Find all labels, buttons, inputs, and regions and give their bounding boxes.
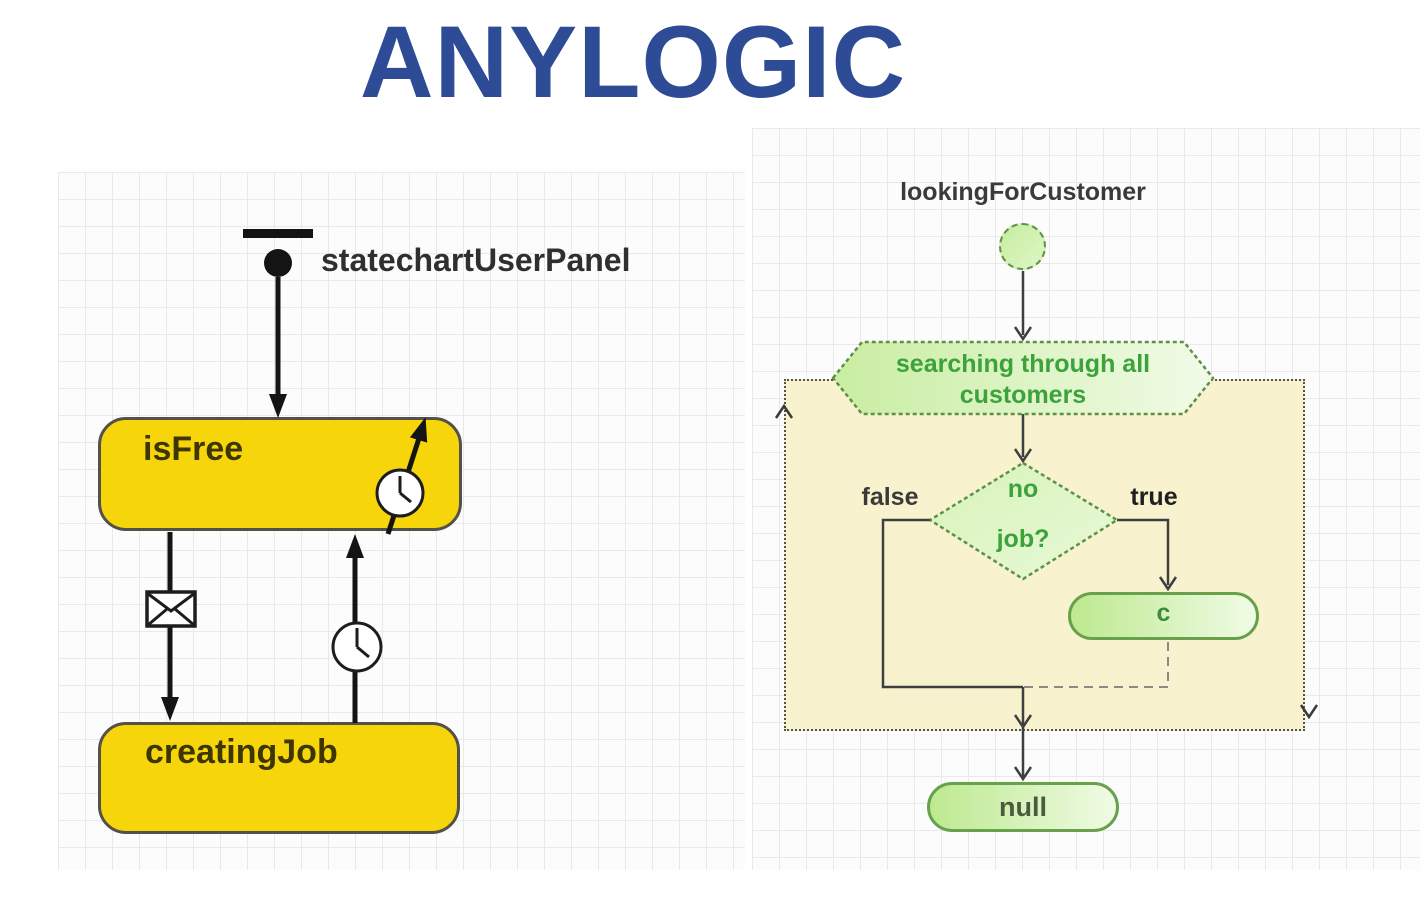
- state-creatingjob[interactable]: creatingJob: [98, 722, 460, 834]
- state-isfree[interactable]: isFree: [98, 417, 462, 531]
- statechart-entry-pointer-icon[interactable]: [243, 229, 313, 418]
- assign-block-label: c: [1156, 599, 1171, 627]
- branch-false-label: false: [861, 483, 919, 511]
- state-creatingjob-label: creatingJob: [145, 733, 338, 771]
- state-isfree-label: isFree: [143, 430, 244, 468]
- statechart-canvas[interactable]: isFree creatingJob statechartUserPanel: [58, 172, 745, 870]
- final-block-null[interactable]: [927, 782, 1119, 832]
- start-node[interactable]: [999, 223, 1046, 270]
- arrowhead-icon: [1013, 766, 1033, 782]
- up-arrowhead-icon: [346, 534, 364, 558]
- page-title: ANYLOGIC: [359, 5, 907, 119]
- search-hexagon-label: searching through all customers: [873, 349, 1173, 412]
- decision-label-line1: no: [1007, 475, 1039, 503]
- loop-container[interactable]: [784, 379, 1305, 731]
- transition-creatingjob-to-isfree[interactable]: [331, 534, 383, 723]
- arrowhead-icon: [1013, 326, 1033, 342]
- entry-dot: [264, 249, 292, 277]
- flowchart-canvas[interactable]: lookingForCustomer: [752, 128, 1420, 870]
- decision-label-line2: job?: [996, 525, 1050, 553]
- statechart-name-label[interactable]: statechartUserPanel: [321, 242, 631, 278]
- envelope-folds: [147, 607, 195, 627]
- clock-icon: [331, 621, 383, 673]
- search-hexagon-line2: customers: [959, 381, 1087, 410]
- entry-arrowhead-icon: [269, 394, 287, 418]
- search-hexagon-line1: searching through all: [895, 350, 1151, 378]
- envelope-icon: [145, 590, 197, 628]
- assign-block-c[interactable]: [1068, 592, 1259, 640]
- clock-hour-hand: [356, 645, 370, 659]
- transition-isfree-to-creatingjob[interactable]: [145, 532, 197, 721]
- entry-bar: [243, 229, 313, 238]
- branch-true-label: true: [1130, 483, 1178, 511]
- flowchart-name-label[interactable]: lookingForCustomer: [900, 178, 1146, 206]
- final-block-label: null: [999, 792, 1047, 822]
- envelope-flap: [146, 591, 196, 613]
- down-arrowhead-icon: [161, 697, 179, 721]
